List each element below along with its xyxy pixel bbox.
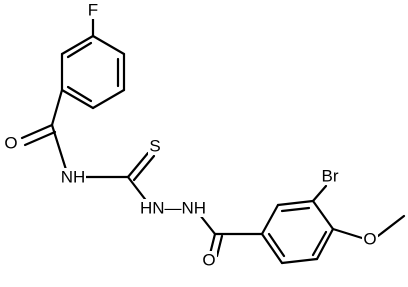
carbonyl-double-bond-right-a [208,232,217,256]
thione-double-bond-a [126,151,150,179]
thiocarbonyl-hn-bond [126,175,150,205]
label-fluorine: F [86,1,100,20]
label-bromine: Br [318,167,342,186]
svg-text:Br: Br [322,167,339,186]
carbonyl-double-bond-left-b [23,130,57,147]
svg-text:O: O [202,251,215,270]
label-carbonyl-oxygen-left: O [3,134,19,153]
label-methoxy-oxygen: O [362,230,378,249]
carbonyl-n-bond [50,123,70,178]
bromomethoxyphenyl-ring [260,199,335,265]
svg-text:NH: NH [61,168,86,187]
label-thione-sulfur: S [148,137,162,156]
c-o-methoxy-bond [331,227,364,240]
carbonyl-double-bond-left-a [20,123,54,140]
o-methyl-bond [376,214,406,238]
fluorophenyl-ring [60,34,126,110]
label-hydrazine-nitrogens: HN—NH [140,199,206,218]
thione-double-bond-b [132,154,156,182]
c-br-bond [311,184,328,203]
svg-text:S: S [149,137,160,156]
label-amide-nitrogen: NH [60,168,86,187]
svg-text:HN—NH: HN—NH [140,199,206,218]
svg-text:O: O [4,134,17,153]
label-carbonyl-oxygen-right: O [201,251,217,270]
ring-carbonyl-bond [50,88,64,127]
svg-text:O: O [363,230,376,249]
svg-text:F: F [88,1,98,20]
carbonyl-double-bond-right-b [215,234,224,258]
